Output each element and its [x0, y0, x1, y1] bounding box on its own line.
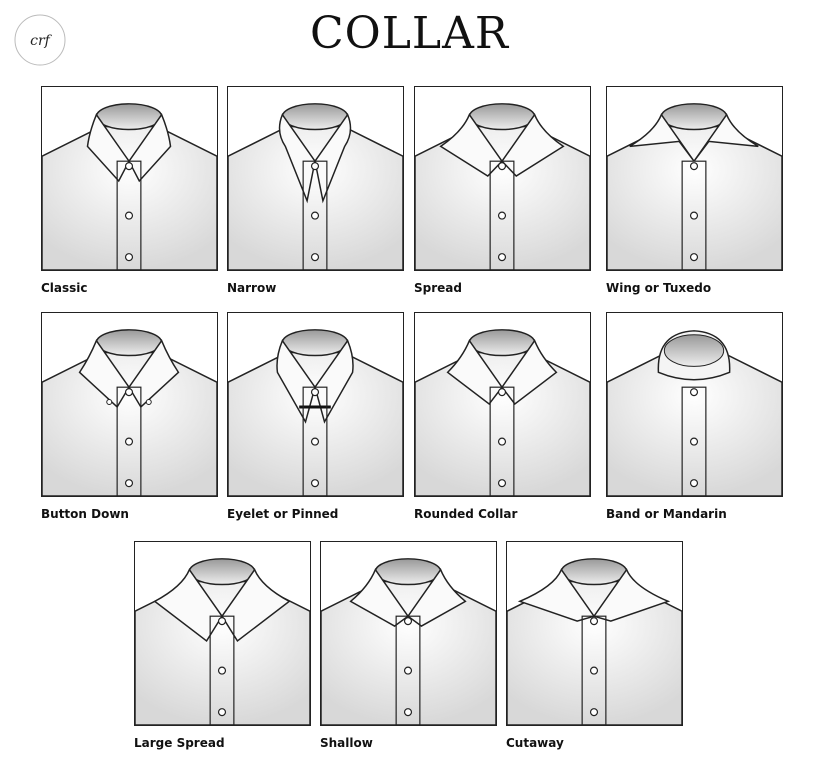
- collar-illustration: [606, 86, 783, 271]
- collar-illustration: [134, 541, 311, 726]
- collar-card-pinned: Eyelet or Pinned: [227, 312, 404, 521]
- collar-label: Classic: [41, 281, 88, 295]
- collar-card-band: Band or Mandarin: [606, 312, 783, 521]
- shirt-shallow-image: [321, 558, 496, 725]
- shirt-cutaway-image: [507, 558, 682, 725]
- collar-label: Wing or Tuxedo: [606, 281, 712, 295]
- collar-illustration: [606, 312, 783, 497]
- collar-label: Spread: [414, 281, 462, 295]
- shirt-pinned-image: [228, 329, 403, 496]
- collar-illustration: [506, 541, 683, 726]
- collar-card-rounded: Rounded Collar: [414, 312, 591, 521]
- shirt-spread-image: [415, 103, 590, 270]
- collar-illustration: [320, 541, 497, 726]
- page-title: COLLAR: [309, 8, 510, 59]
- collar-card-classic: Classic: [41, 86, 218, 295]
- collar-label: Cutaway: [506, 736, 564, 750]
- collar-label: Eyelet or Pinned: [227, 507, 339, 521]
- collar-card-largespread: Large Spread: [134, 541, 311, 750]
- collar-illustration: [227, 86, 404, 271]
- shirt-narrow-image: [228, 103, 403, 270]
- collar-label: Shallow: [320, 736, 373, 750]
- collar-label: Large Spread: [134, 736, 225, 750]
- collar-card-spread: Spread: [414, 86, 591, 295]
- collar-illustration: [41, 86, 218, 271]
- shirt-buttondown-image: [42, 329, 217, 496]
- collar-label: Button Down: [41, 507, 129, 521]
- collar-card-wing: Wing or Tuxedo: [606, 86, 783, 295]
- shirt-classic-image: [42, 103, 217, 270]
- svg-text:crf: crf: [30, 33, 53, 49]
- collar-illustration: [414, 86, 591, 271]
- shirt-largespread-image: [135, 558, 310, 725]
- collar-card-narrow: Narrow: [227, 86, 404, 295]
- shirt-band-image: [607, 330, 782, 496]
- shirt-rounded-image: [415, 329, 590, 496]
- collar-illustration: [227, 312, 404, 497]
- collar-card-buttondown: Button Down: [41, 312, 218, 521]
- collar-label: Band or Mandarin: [606, 507, 727, 521]
- collar-illustration: [414, 312, 591, 497]
- collar-illustration: [41, 312, 218, 497]
- collar-label: Rounded Collar: [414, 507, 518, 521]
- collar-card-shallow: Shallow: [320, 541, 497, 750]
- collar-label: Narrow: [227, 281, 277, 295]
- country-road-fashions-logo: crf: [14, 14, 66, 66]
- shirt-wing-image: [607, 103, 782, 270]
- collar-card-cutaway: Cutaway: [506, 541, 683, 750]
